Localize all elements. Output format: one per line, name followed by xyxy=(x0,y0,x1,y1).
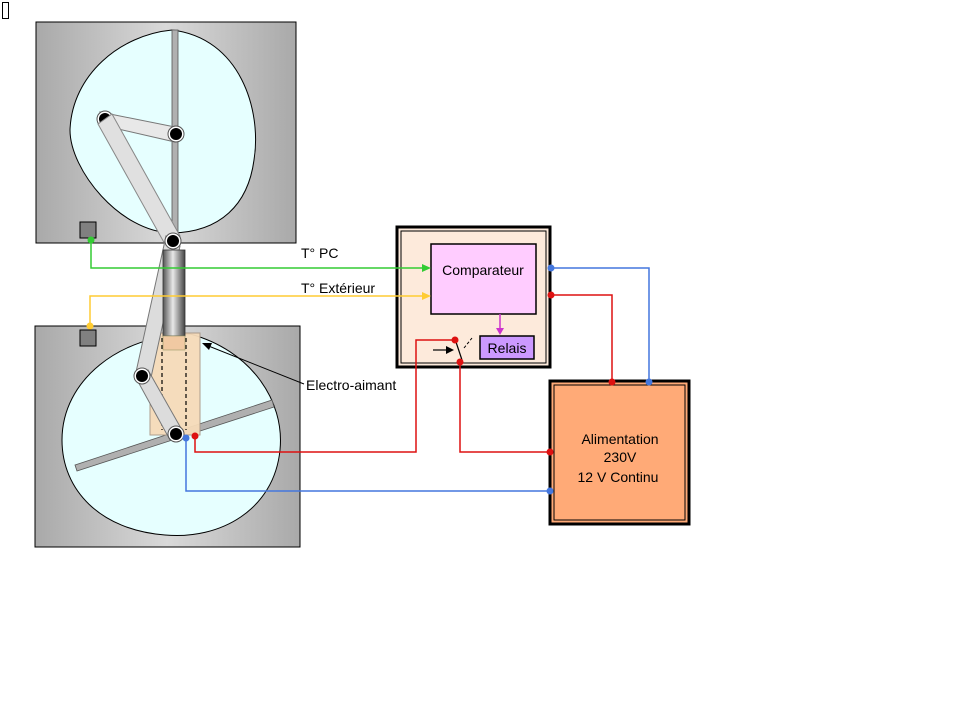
wire-blue-lower xyxy=(185,438,550,492)
wire-red-supply xyxy=(459,362,550,453)
upper-window-panel xyxy=(35,21,297,247)
comparator-box xyxy=(430,243,537,315)
power-supply-box xyxy=(548,379,691,526)
wire-green xyxy=(90,240,424,269)
linkage xyxy=(133,232,186,443)
wire-yellow xyxy=(89,295,424,326)
switch-contact xyxy=(455,341,463,361)
connection-dots xyxy=(86,236,653,495)
label-voltage-ac: 230V xyxy=(604,449,637,465)
label-temp-pc: T° PC xyxy=(301,245,339,261)
corner-marker xyxy=(2,2,9,19)
wires xyxy=(89,240,650,492)
controller-box xyxy=(395,225,552,369)
temp-sensor-pc-square xyxy=(79,221,97,239)
label-relais: Relais xyxy=(488,340,527,356)
label-alimentation: Alimentation xyxy=(581,431,658,447)
electro-aimant-pointer xyxy=(205,344,305,385)
temp-sensor-ext-square xyxy=(79,329,97,347)
label-temp-exterieur: T° Extérieur xyxy=(301,280,375,296)
relay-box xyxy=(479,335,535,360)
wire-blue-upper xyxy=(551,267,650,382)
label-electro-aimant: Electro-aimant xyxy=(306,377,396,393)
wire-red-upper xyxy=(551,294,613,382)
label-voltage-dc: 12 V Continu xyxy=(578,469,659,485)
wire-red-magnet xyxy=(194,339,455,453)
label-comparateur: Comparateur xyxy=(442,262,524,278)
cylinder-rod xyxy=(162,249,186,337)
